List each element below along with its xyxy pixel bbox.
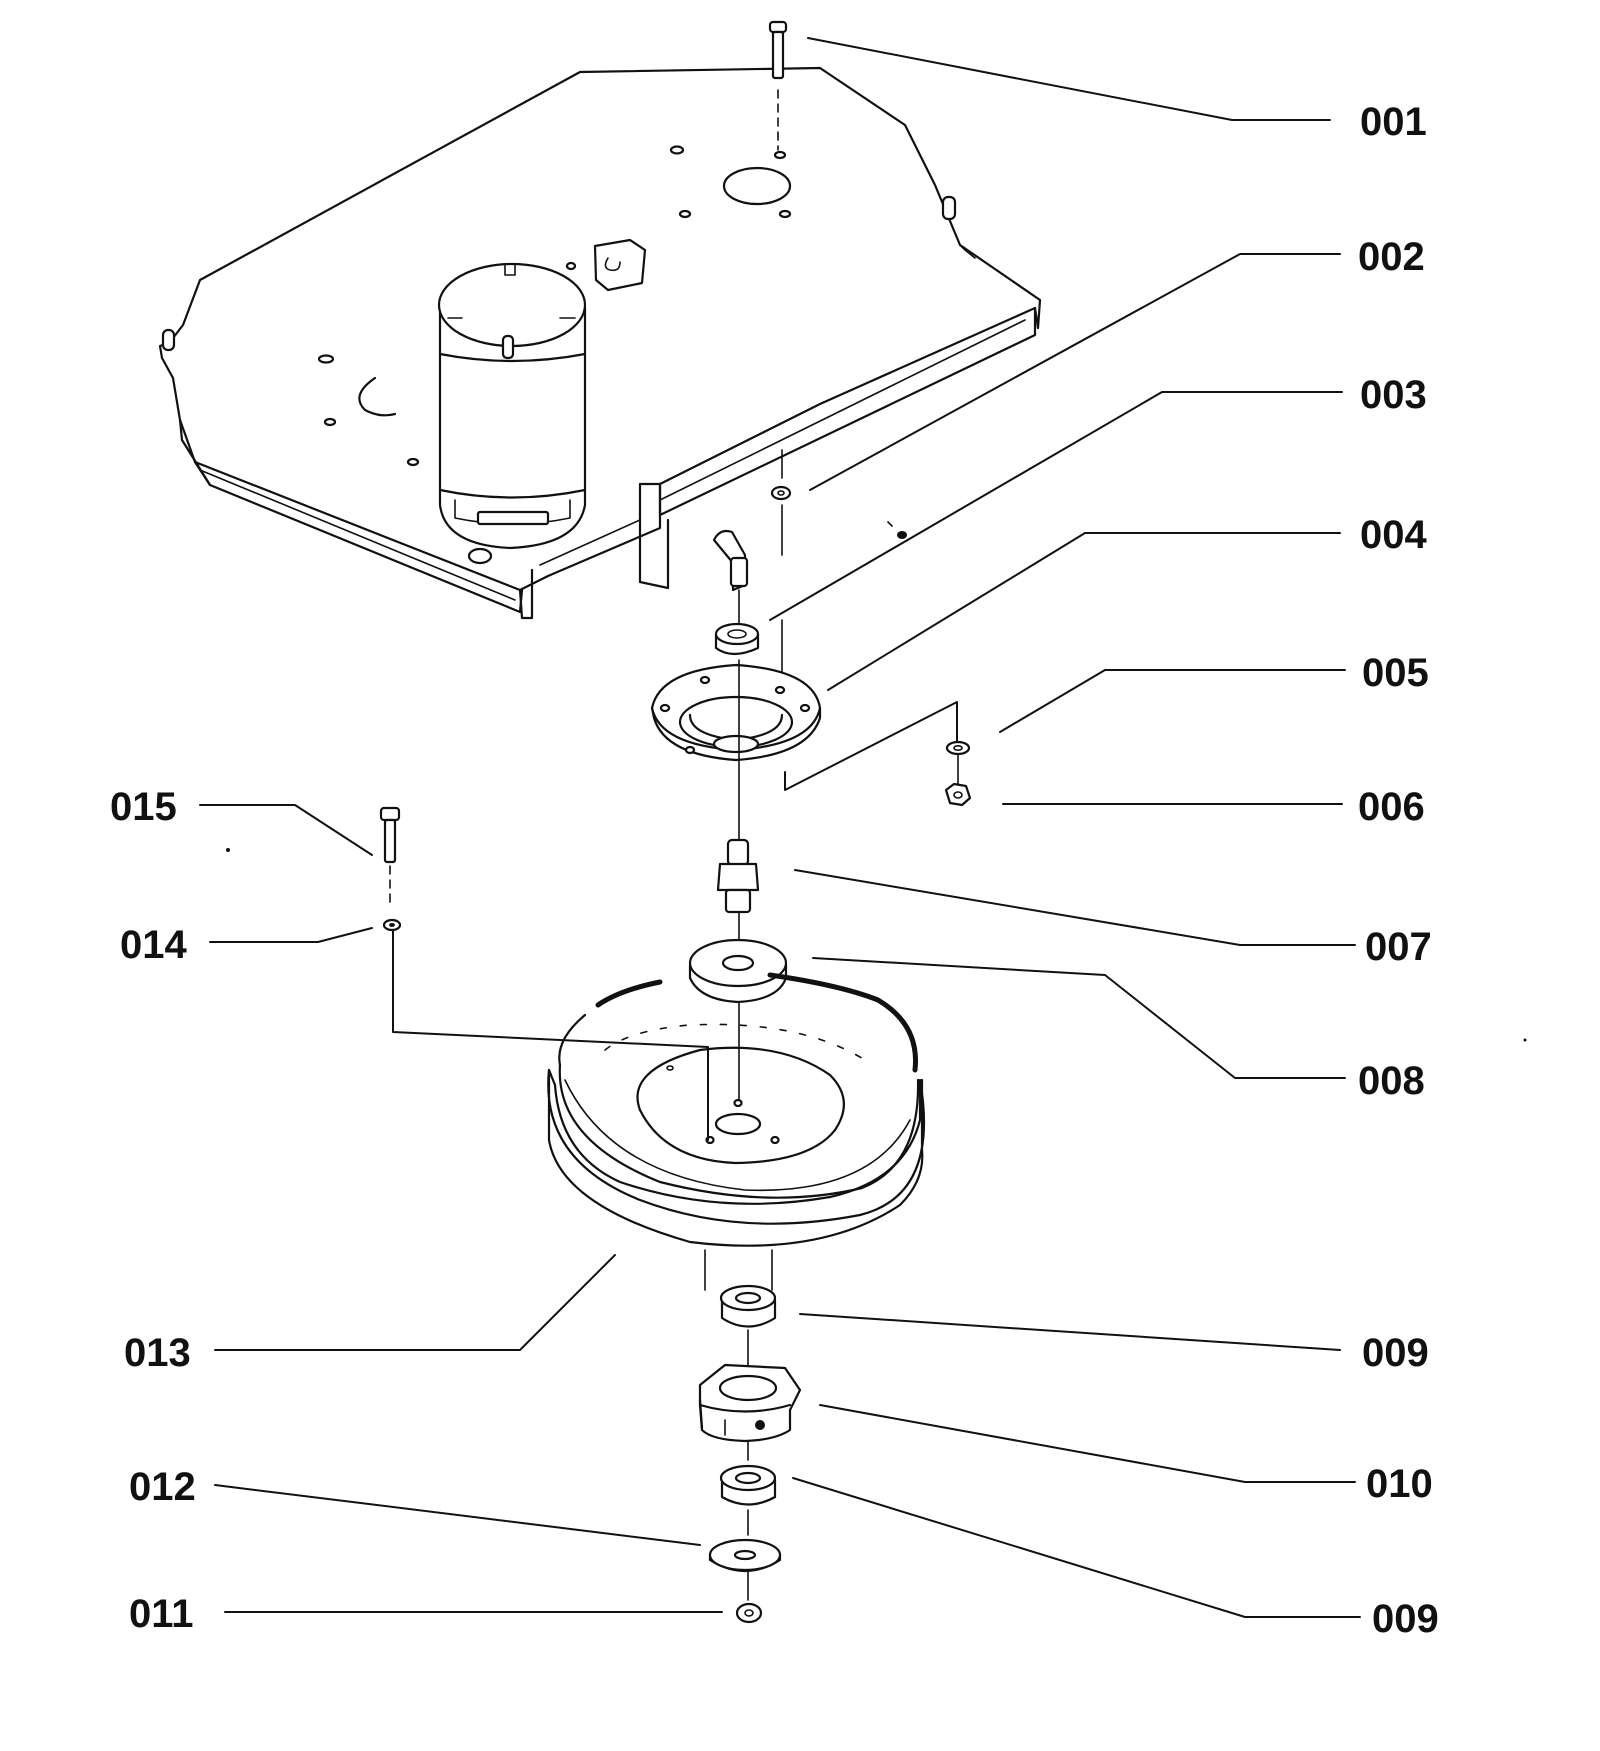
bracket-line [784,701,958,791]
leader-003 [769,391,1343,621]
label-011: 011 [129,1592,194,1636]
motor [437,262,587,550]
leader-008 [812,957,1346,1079]
leader-007 [794,869,1356,946]
leader-014 [209,927,373,943]
label-003: 003 [1360,373,1427,417]
label-002: 002 [1358,235,1425,279]
leader-001 [807,37,1331,121]
hub-010 [698,1363,802,1461]
leader-lines [199,37,1361,1618]
flange-004 [650,659,822,841]
washer-014 [382,918,402,932]
washer-002 [770,449,792,691]
label-004: 004 [1360,513,1427,557]
leader-004 [827,532,1341,691]
leader-013 [214,1254,616,1351]
nut-011 [735,1602,763,1624]
leader-005 [999,669,1346,733]
leader-009b [792,1477,1361,1618]
deck-plate [158,66,1042,620]
leader-009a [799,1313,1341,1351]
spindle-007 [716,838,760,941]
leader-015 [199,804,373,856]
nut-006 [944,782,972,807]
bearing-009-lower [719,1464,777,1536]
shaft-elbow [712,529,749,625]
label-006: 006 [1358,785,1425,829]
label-009-upper: 009 [1362,1331,1429,1375]
bolt-001 [768,20,788,151]
leader-012 [214,1484,701,1546]
label-009-lower: 009 [1372,1597,1439,1641]
label-013: 013 [124,1331,191,1375]
leader-010 [819,1404,1356,1483]
label-010: 010 [1366,1462,1433,1506]
label-008: 008 [1358,1059,1425,1103]
washer-008 [688,938,788,1101]
label-015: 015 [110,785,177,829]
leader-002 [809,253,1341,491]
label-001: 001 [1360,100,1427,144]
scan-speck [226,848,230,852]
bolt-015 [379,806,401,906]
label-005: 005 [1362,651,1429,695]
label-012: 012 [129,1465,196,1509]
label-014: 014 [120,923,187,967]
scan-speck [1523,1038,1527,1042]
pin-path-014 [392,924,709,1141]
bearing-003 [714,622,760,656]
washer-005 [945,740,971,786]
bearing-009-upper [719,1284,777,1366]
pulley-013 [547,972,926,1291]
washer-012 [708,1538,782,1601]
label-007: 007 [1365,925,1432,969]
callout-labels: 001 002 003 004 005 006 007 008 009 010 … [110,100,1439,1641]
